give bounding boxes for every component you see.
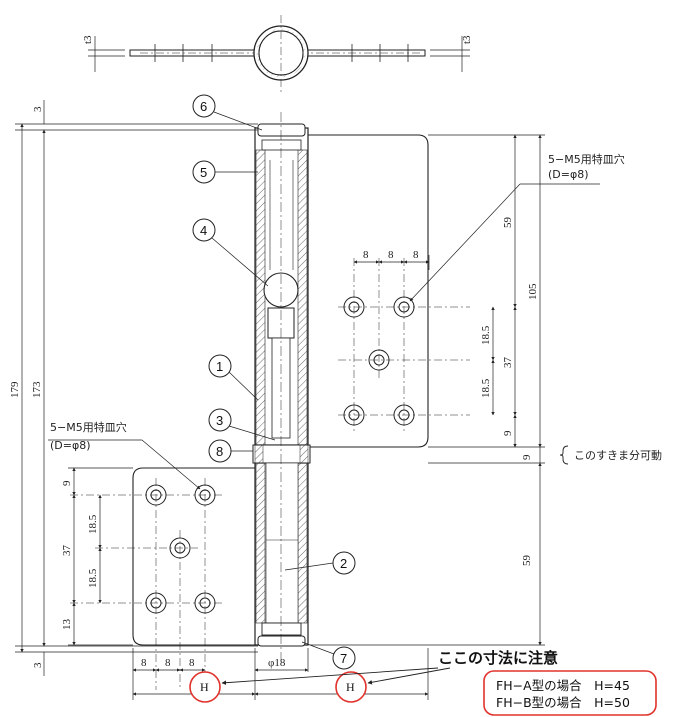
type-table-row1: FH−A型の場合 H=45 — [496, 678, 630, 693]
dim-105: 105 — [527, 283, 539, 300]
dim-3-top: 3 — [32, 106, 44, 112]
dim-8-bottom-b: 8 — [165, 657, 171, 669]
callout-3: 3 — [216, 413, 223, 428]
dim-8-top-b: 8 — [388, 249, 394, 261]
dim-phi18: φ18 — [268, 657, 286, 669]
h-right-circle — [335, 671, 367, 703]
type-table — [483, 670, 657, 716]
lower-hole-note-line1: 5−M5用特皿穴 — [50, 420, 127, 434]
upper-hole-note-line2: (D=φ8) — [548, 168, 589, 181]
callout-1: 1 — [216, 359, 223, 374]
h-left-circle — [189, 671, 221, 703]
lower-hole-note-line2: (D=φ8) — [50, 439, 91, 452]
dim-9-gap: 9 — [521, 454, 533, 460]
dim-37-lower: 37 — [61, 545, 73, 557]
gap-note: このすきま分可動 — [574, 448, 662, 462]
dim-18-5-lower-b: 18.5 — [87, 568, 99, 588]
dim-13-lower: 13 — [61, 619, 73, 631]
right-dimensions — [310, 134, 545, 646]
dim-8-bottom-a: 8 — [141, 657, 147, 669]
dim-18-5-upper-a: 18.5 — [480, 325, 492, 345]
dim-59-lower: 59 — [521, 555, 533, 567]
upper-leaf-plate — [308, 134, 470, 448]
knuckle-section — [252, 112, 311, 665]
callout-8: 8 — [216, 444, 223, 459]
callout-7: 7 — [340, 651, 347, 666]
upper-hole-note-line1: 5−M5用特皿穴 — [548, 152, 625, 166]
top-view: t3 t3 — [82, 15, 473, 92]
dim-18-5-upper-b: 18.5 — [480, 378, 492, 398]
dim-8-top-c: 8 — [413, 249, 419, 261]
callout-2: 2 — [340, 556, 347, 571]
gap-brace — [559, 445, 569, 465]
dim-18-5-lower-a: 18.5 — [87, 514, 99, 534]
dim-8-bottom-c: 8 — [189, 657, 195, 669]
dim-h-right: H — [346, 680, 355, 694]
caution-note: ここの寸法に注意 — [438, 649, 558, 667]
dim-h-left: H — [200, 680, 209, 694]
dim-9-lower: 9 — [61, 480, 73, 486]
dim-37-upper: 37 — [502, 357, 514, 369]
dim-59-upper: 59 — [502, 217, 514, 229]
dim-9-upper: 9 — [502, 430, 514, 436]
callout-6: 6 — [200, 99, 207, 114]
dim-173: 173 — [31, 381, 43, 398]
dim-t3-right: t3 — [461, 35, 473, 44]
type-table-row2: FH−B型の場合 H=50 — [496, 695, 630, 710]
dim-179: 179 — [9, 381, 21, 398]
dim-3-bottom: 3 — [32, 662, 44, 668]
callout-4: 4 — [200, 223, 207, 238]
dim-8-top-a: 8 — [363, 249, 369, 261]
dim-t3-left: t3 — [82, 35, 94, 44]
lower-countersunk-holes — [145, 484, 216, 614]
callout-5: 5 — [200, 165, 207, 180]
left-dimensions — [15, 100, 258, 676]
lower-leaf-plate — [70, 467, 255, 690]
